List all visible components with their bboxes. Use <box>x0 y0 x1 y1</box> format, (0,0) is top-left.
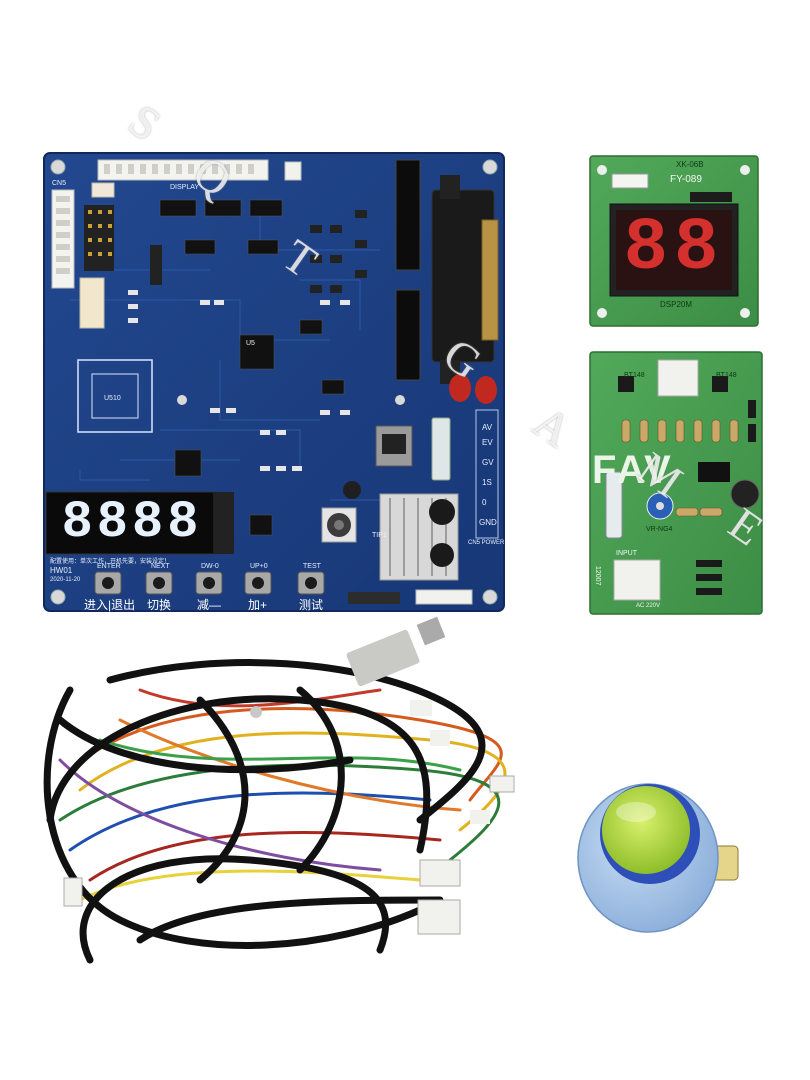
display-board-top-label: XK-06B <box>676 160 704 169</box>
power-label: 0 <box>482 498 487 507</box>
notice-text: 配置使用：单次工作，开机先要，安装设定！ <box>50 559 171 565</box>
power-label: GV <box>482 458 494 467</box>
power-label: EV <box>482 438 493 447</box>
button-bottom-label-next: 切换 <box>147 598 172 612</box>
button-top-label: NEXT <box>151 563 170 570</box>
power-board-rating-label: VR-NG4 <box>646 526 673 533</box>
power-board-chip-label: BT148 <box>624 372 645 379</box>
button-bottom-label-test: 测试 <box>299 598 324 612</box>
score-display-board <box>589 155 759 327</box>
power-board-side-label: 12007 <box>594 566 601 586</box>
board-date-label: 2020-11-20 <box>50 577 81 583</box>
display-header-label: DISPLAY <box>170 184 200 191</box>
chip-label-2: U510 <box>104 395 121 402</box>
button-top-label: ENTER <box>97 563 121 570</box>
display-board-model-label: FY-089 <box>670 174 702 185</box>
power-board-logo: FAV <box>592 448 673 492</box>
main-board-tactile-buttons <box>94 571 325 595</box>
left-connector-label: CN5 <box>52 180 67 187</box>
button-bottom-label-enter: 进入|退出 <box>84 598 136 612</box>
board-id-label: HW01 <box>50 566 73 575</box>
button-top-label: TEST <box>303 563 321 570</box>
display-board-bottom-label: DSP20M <box>660 300 693 309</box>
power-tag: CN5 POWER <box>468 540 505 546</box>
power-board-chip-label: BT148 <box>716 372 737 379</box>
button-top-label: DW-0 <box>201 563 219 570</box>
chip-label: U5 <box>246 340 255 347</box>
power-label: AV <box>482 423 493 432</box>
power-label: 1S <box>482 478 492 487</box>
arcade-push-button <box>577 783 739 933</box>
button-top-label: UP+0 <box>250 563 268 570</box>
button-bottom-label-down: 减— <box>197 598 222 612</box>
main-control-board <box>43 152 505 612</box>
main-board-seven-segment-display: 8888 <box>61 493 203 552</box>
display-board-seven-segment: 88 <box>623 207 725 291</box>
relay-label: TIP1 <box>372 532 387 539</box>
power-board-bottom-label: AC 220V <box>636 603 661 609</box>
power-supply-board <box>589 351 763 615</box>
power-board-connector-label: INPUT <box>616 550 637 557</box>
button-bottom-label-up: 加+ <box>248 598 268 612</box>
power-label: GND <box>479 518 497 527</box>
wiring-harness <box>43 616 515 964</box>
